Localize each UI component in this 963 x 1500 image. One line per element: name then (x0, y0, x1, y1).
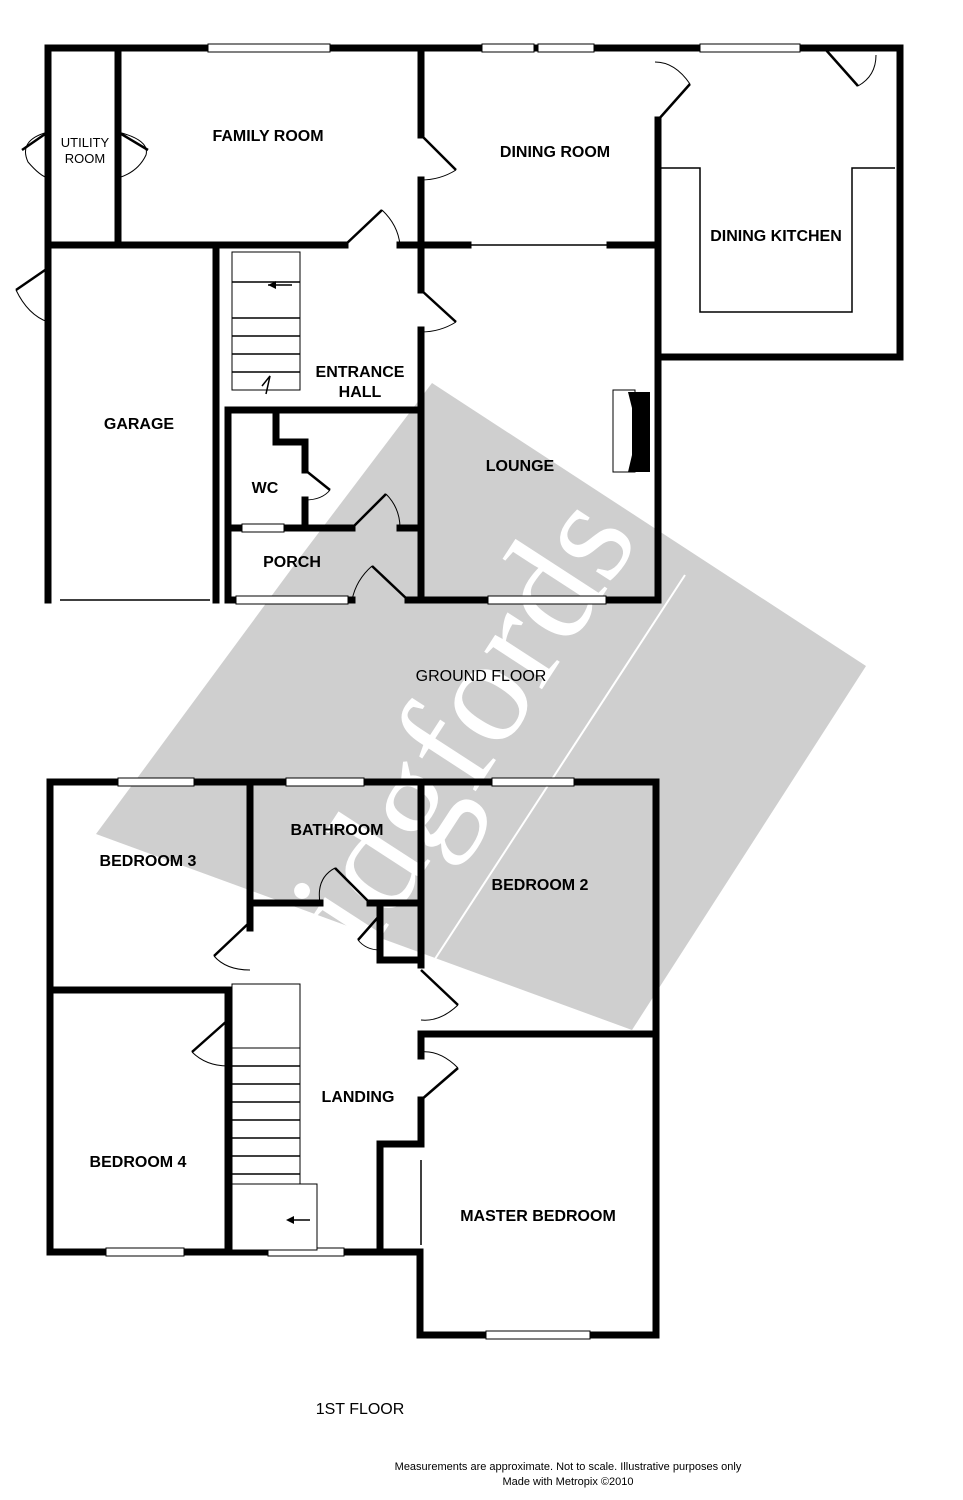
bathroom-door-swing (318, 867, 336, 904)
watermark: bridgfords (96, 383, 866, 1080)
ground-floor-label: GROUND FLOOR (416, 668, 547, 685)
lounge-window (487, 595, 607, 605)
gf-doors (15, 49, 877, 601)
kitchen-window (699, 43, 801, 53)
family-room-label: FAMILY ROOM (212, 128, 323, 145)
bedroom4-door-leaf (191, 1019, 229, 1053)
ff-stair-treads (232, 1065, 300, 1175)
hall-lounge-door-swing (420, 321, 457, 333)
dining-room-window-left (481, 43, 535, 53)
bedroom3-door-swing (213, 955, 251, 971)
cupboard-door-leaf (357, 914, 381, 941)
bathroom-door-leaf (334, 867, 371, 904)
gf-wc-step-wall (272, 406, 309, 474)
gf-stair-flight (231, 251, 301, 391)
entrance-hall-label-2: HALL (339, 384, 382, 401)
ff-cupboard-wall (376, 899, 425, 964)
master-bedroom-label: MASTER BEDROOM (460, 1208, 616, 1225)
first-floor-label: 1ST FLOOR (316, 1401, 405, 1418)
ff-doors (191, 867, 459, 1101)
kitchen-back-door-leaf (825, 49, 859, 87)
watermark-diamond (96, 383, 866, 1030)
family-dining-door-leaf (420, 134, 457, 171)
footer-disclaimer: Measurements are approximate. Not to sca… (395, 1461, 742, 1473)
dining-kitchen-label: DINING KITCHEN (710, 228, 842, 245)
bedroom3-window (117, 777, 195, 787)
porch-hall-door-swing (385, 493, 401, 529)
ff-stair-top-landing (231, 983, 301, 1049)
ff-stair-arrowhead (286, 1216, 294, 1224)
bedroom4-window (105, 1247, 185, 1257)
ff-stairs (231, 983, 318, 1251)
bedroom-3-label: BEDROOM 3 (100, 853, 197, 870)
gf-stair-arrowhead (268, 281, 276, 289)
lounge-label: LOUNGE (486, 458, 555, 475)
bedroom2-door-leaf (420, 969, 459, 1006)
bedroom-4-label: BEDROOM 4 (90, 1154, 187, 1171)
bathroom-window (285, 777, 365, 787)
bedroom2-window (491, 777, 575, 787)
master-door-swing (420, 1051, 459, 1069)
hall-lounge-door-leaf (420, 289, 457, 323)
footer-credit: Made with Metropix ©2010 (502, 1476, 633, 1488)
garage-side-door-swing (15, 289, 49, 323)
kitchen-worktop (660, 167, 895, 313)
wc-door-leaf (304, 469, 331, 491)
utility-family-door-leaf (117, 130, 149, 152)
bedroom3-door-leaf (213, 921, 251, 957)
dining-room-label: DINING ROOM (500, 144, 610, 161)
bathroom-label: BATHROOM (290, 822, 383, 839)
utility-family-door-swing (117, 131, 147, 179)
front-door-swing (351, 565, 373, 601)
utility-door-swing-left (25, 131, 49, 179)
wc-label: WC (252, 480, 279, 497)
dining-room-window-right (537, 43, 595, 53)
watermark-rule (404, 574, 686, 1006)
bedroom-2-label: BEDROOM 2 (492, 877, 589, 894)
entrance-hall-label-1: ENTRANCE (316, 364, 405, 381)
cupboard-door-swing (357, 939, 381, 951)
ff-bed3-bed4-wall (46, 986, 232, 1256)
gf-stair-break (261, 375, 271, 395)
bedroom2-door-swing (420, 1004, 459, 1021)
wc-window (241, 523, 285, 533)
first-floor: BEDROOM 3 BATHROOM BEDROOM 2 LANDING BED… (46, 777, 660, 1418)
hall-family-door-swing (381, 209, 401, 246)
hall-family-door-leaf (344, 209, 383, 246)
bedroom4-door-swing (191, 1051, 229, 1067)
family-dining-door-swing (420, 169, 457, 181)
wc-door-swing (304, 489, 331, 501)
kitchen-door-leaf (657, 83, 691, 121)
family-room-window (207, 43, 331, 53)
porch-hall-door-leaf (351, 493, 387, 529)
ff-stair-bottom (231, 1183, 318, 1251)
kitchen-back-door-swing (857, 54, 877, 87)
utility-room-label-2: ROOM (65, 151, 105, 166)
kitchen-door-swing (654, 61, 691, 85)
fireplace-chimney (628, 392, 650, 472)
master-door-leaf (420, 1067, 459, 1101)
garage-label: GARAGE (104, 416, 175, 433)
utility-room-label-1: UTILITY (61, 135, 110, 150)
garage-side-door-leaf (15, 266, 49, 292)
porch-label: PORCH (263, 554, 321, 571)
gf-stairs (231, 251, 301, 395)
master-bedroom-window (485, 1330, 591, 1340)
ff-stair-flight (231, 1047, 301, 1185)
ff-outer-wall-right (46, 778, 660, 1339)
porch-window (235, 595, 349, 605)
gf-stair-treads (232, 317, 300, 373)
ground-floor: UTILITY ROOM FAMILY ROOM DINING ROOM DIN… (15, 43, 904, 685)
front-door-leaf (371, 565, 409, 601)
landing-label: LANDING (322, 1089, 395, 1106)
